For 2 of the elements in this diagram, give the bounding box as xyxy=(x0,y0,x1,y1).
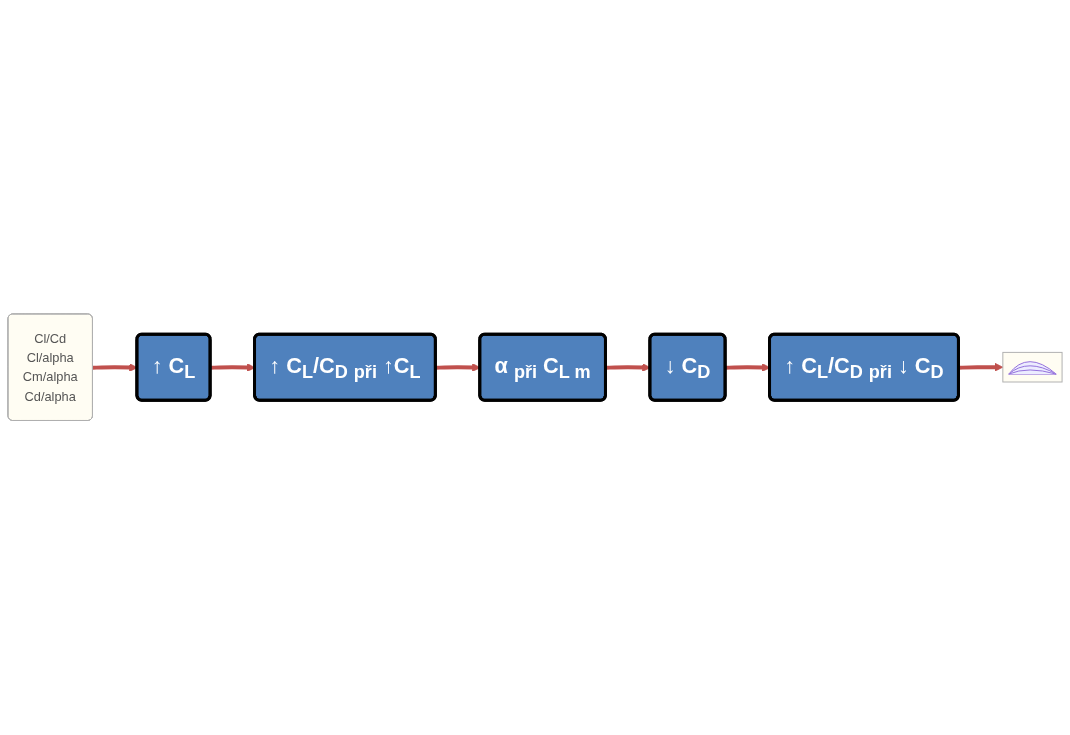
node-picture xyxy=(1002,352,1063,383)
arrow xyxy=(958,363,1004,372)
